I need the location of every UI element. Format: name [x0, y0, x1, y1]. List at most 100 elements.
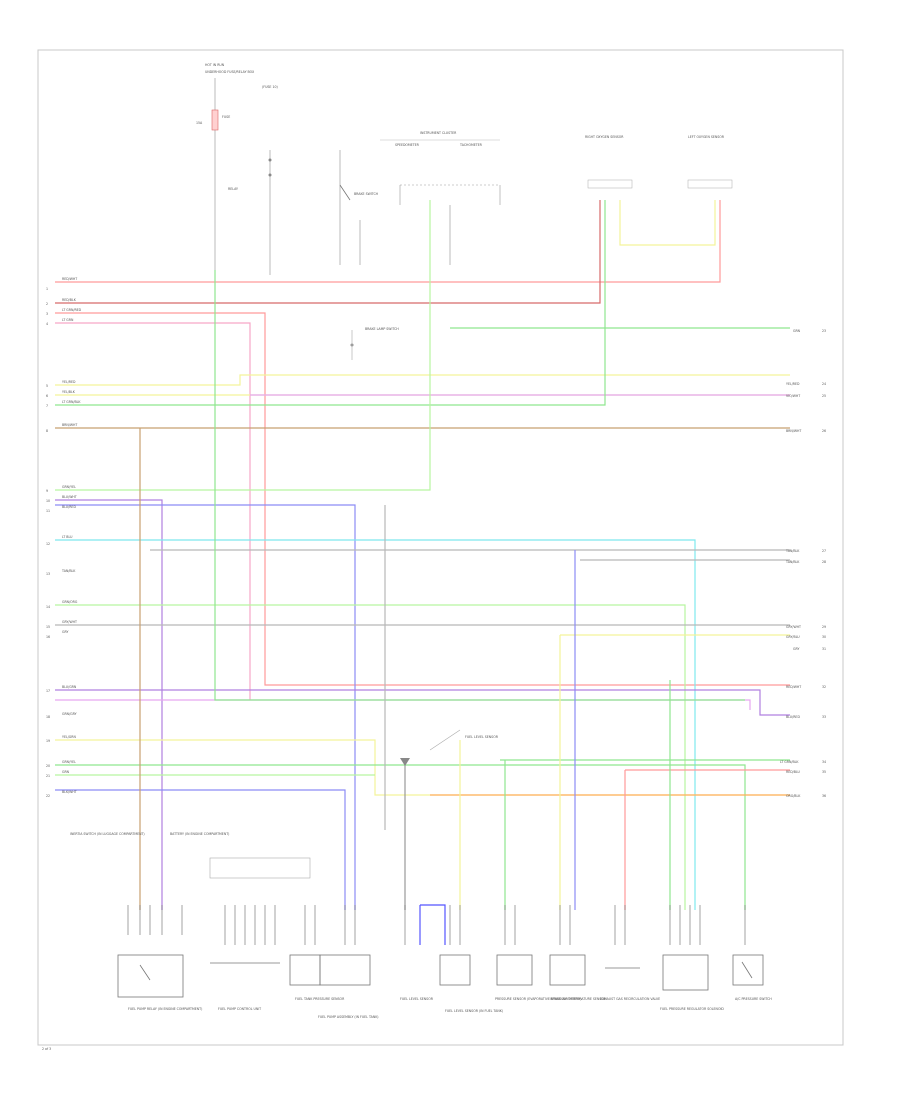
component-label-11: A/C PRESSURE SWITCH — [735, 997, 772, 1001]
right-pin-24: 24 — [822, 382, 826, 386]
right-pin-34: 34 — [822, 760, 826, 764]
right-wire-31: GRY — [793, 647, 799, 651]
left-wire-6: YEL/BLK — [62, 390, 76, 394]
left-wire-7: LT GRN/BLK — [62, 400, 81, 404]
fuse-icon — [211, 109, 219, 131]
right-wire-35: RED/BLU — [786, 770, 801, 774]
fuel-pump-assembly-box — [319, 954, 371, 986]
left-notes: INERTIA SWITCH (IN LUGGAGE COMPARTMENT) … — [70, 832, 311, 879]
fuel-pressure-regulator-box — [662, 954, 709, 991]
left-pin-18: 18 — [46, 715, 50, 719]
component-label-4: FUEL PUMP ASSEMBLY (IN FUEL TANK) — [318, 1015, 379, 1019]
component-label-3: FUEL TANK PRESSURE SENSOR — [295, 997, 345, 1001]
right-pin-32: 32 — [822, 685, 826, 689]
component-label-1: FUEL PUMP RELAY (IN ENGINE COMPARTMENT) — [128, 1007, 202, 1011]
right-pin-25: 25 — [822, 394, 826, 398]
right-pin-26: 26 — [822, 429, 826, 433]
top-fuse-area: HOT IN RUN UNDERHOOD FUSE/RELAY BOX 15A … — [196, 63, 733, 275]
right-wire-36: ORG/BLK — [786, 794, 801, 798]
left-pin-22: 22 — [46, 794, 50, 798]
right-pin-29: 29 — [822, 625, 826, 629]
right-pin-23: 23 — [822, 329, 826, 333]
left-pin-13: 13 — [46, 572, 50, 576]
right-wire-23: GRN — [793, 329, 801, 333]
left-wire-21: GRN — [62, 770, 70, 774]
left-wire-9: GRN/YEL — [62, 485, 76, 489]
fuel-level-sensor-box — [439, 954, 471, 986]
left-wire-19: YEL/GRN — [62, 735, 76, 739]
component-label-5: FUEL LEVEL SENSOR — [400, 997, 434, 1001]
left-wire-15: GRY/WHT — [62, 620, 77, 624]
right-wire-27: TAN/BLK — [785, 549, 800, 553]
left-pin-7: 7 — [46, 404, 48, 408]
right-wire-24: YEL/RED — [786, 382, 800, 386]
left-wire-10: BLU/WHT — [62, 495, 77, 499]
component-labels: FUEL PUMP RELAY (IN ENGINE COMPARTMENT) … — [128, 997, 772, 1019]
right-pin-30: 30 — [822, 635, 826, 639]
left-wire-13: TAN/BLK — [61, 569, 76, 573]
left-pin-numbers: 1 2 3 4 5 6 7 8 9 10 11 12 13 14 15 16 1… — [46, 287, 50, 798]
right-wire-33: BLU/RED — [786, 715, 800, 719]
right-oxygen-label: RIGHT OXYGEN SENSOR — [585, 135, 624, 139]
left-wire-14: GRN/ORG — [62, 600, 78, 604]
component-label-9: EXHAUST GAS RECIRCULATION VALVE — [600, 997, 660, 1001]
brake-switch-label: BRAKE SWITCH — [354, 192, 379, 196]
fuse-label: FUSE — [222, 115, 230, 119]
left-pin-5: 5 — [46, 384, 48, 388]
instrument-cluster-label: INSTRUMENT CLUSTER — [420, 131, 457, 135]
left-note-inertia: INERTIA SWITCH (IN LUGGAGE COMPARTMENT) — [70, 832, 145, 836]
right-pin-31: 31 — [822, 647, 826, 651]
page-number: 2 of 3 — [42, 1047, 51, 1051]
left-wire-17: BLU/GRN — [62, 685, 77, 689]
right-pin-35: 35 — [822, 770, 826, 774]
left-wire-2: RED/BLK — [62, 298, 77, 302]
left-oxygen-label: LEFT OXYGEN SENSOR — [688, 135, 725, 139]
left-pin-2: 2 — [46, 302, 48, 306]
left-pin-15: 15 — [46, 625, 50, 629]
fuel-pump-relay-box — [117, 954, 184, 998]
left-pin-12: 12 — [46, 542, 50, 546]
left-pin-6: 6 — [46, 394, 48, 398]
left-pin-20: 20 — [46, 764, 50, 768]
tachometer-label: TACHOMETER — [459, 143, 483, 147]
evap-pressure-sensor-box — [496, 954, 533, 986]
left-wire-12: LT BLU — [62, 535, 73, 539]
left-pin-19: 19 — [46, 739, 50, 743]
fuel-gauge-sender-label: FUEL LEVEL SENSOR — [465, 735, 499, 739]
component-label-6: FUEL LEVEL SENSOR (IN FUEL TANK) — [445, 1009, 503, 1013]
wire-buses — [55, 200, 790, 945]
left-wire-5: YEL/RED — [62, 380, 76, 384]
left-wire-4: LT GRN — [62, 318, 74, 322]
right-wire-34: LT GRN/BLK — [780, 760, 799, 764]
hot-at-all-times-label: HOT IN RUN — [205, 63, 225, 67]
relay-switch-icon — [139, 964, 151, 981]
left-pin-4: 4 — [46, 322, 48, 326]
left-wire-labels: RED/WHT RED/BLK LT GRN/RED LT GRN YEL/RE… — [61, 277, 82, 794]
left-wire-3: LT GRN/RED — [62, 308, 82, 312]
right-wire-25: VIO/WHT — [786, 394, 800, 398]
left-pin-9: 9 — [46, 489, 48, 493]
component-label-10: FUEL PRESSURE REGULATOR SOLENOID — [660, 1007, 724, 1011]
fuel-tank-pressure-sensor-box — [289, 954, 321, 986]
fuse-rating: 15A — [196, 121, 203, 125]
left-wire-8: BRN/WHT — [62, 423, 77, 427]
ac-switch-icon — [741, 961, 753, 979]
left-pin-17: 17 — [46, 689, 50, 693]
left-wire-22: BLK/WHT — [62, 790, 77, 794]
diagram-frame — [37, 49, 844, 1046]
left-pin-8: 8 — [46, 429, 48, 433]
right-pin-27: 27 — [822, 549, 826, 553]
right-pin-36: 36 — [822, 794, 826, 798]
left-pin-3: 3 — [46, 312, 48, 316]
brake-lamp-label: BRAKE LAMP SWITCH — [365, 327, 399, 331]
left-pin-10: 10 — [46, 499, 50, 503]
right-pin-33: 33 — [822, 715, 826, 719]
ground-icon — [400, 758, 410, 766]
right-wire-28: TAN/BLK — [785, 560, 800, 564]
left-pin-11: 11 — [46, 509, 50, 513]
fuse-box-note: (FUSE 10) — [262, 85, 278, 89]
component-boxes — [117, 954, 764, 998]
right-pin-numbers: 23 24 25 26 27 28 29 30 31 32 33 34 35 3… — [822, 329, 826, 798]
component-label-7: PRESSURE SENSOR (EVAPORATIVE EMISSION SY… — [495, 997, 581, 1001]
relay-label: RELAY — [228, 187, 238, 191]
